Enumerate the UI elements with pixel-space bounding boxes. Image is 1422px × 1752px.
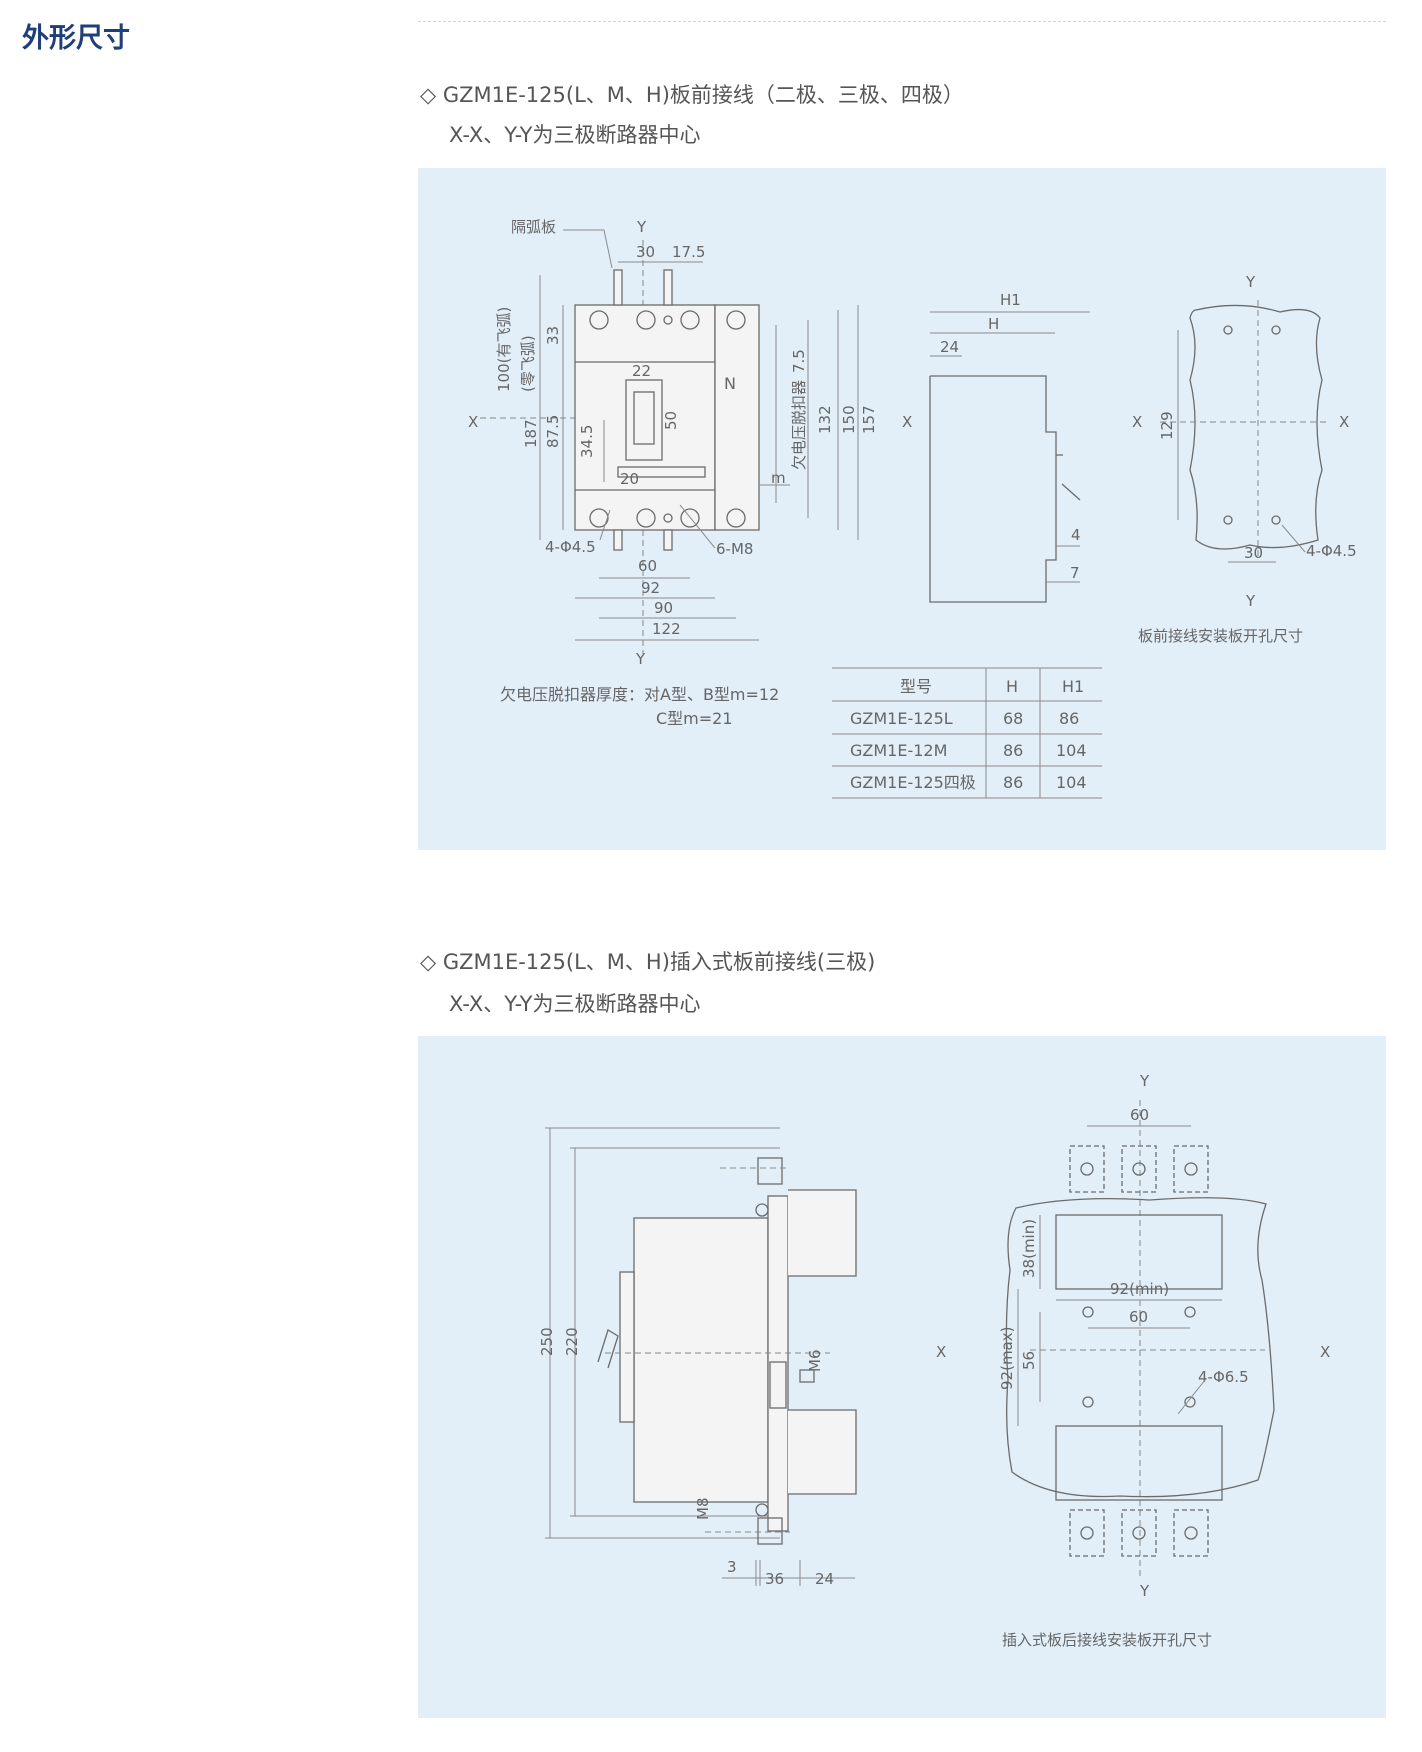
table-cell: GZM1E-12M (850, 741, 947, 760)
table-cell: GZM1E-125四极 (850, 773, 976, 792)
dim-87-5: 87.5 (544, 415, 562, 448)
dim-38-min: 38(min) (1020, 1219, 1038, 1278)
dim-36: 36 (765, 1570, 784, 1588)
cutout1-dim-30: 30 (1244, 544, 1263, 562)
table-header-h1: H1 (1062, 677, 1084, 696)
dim-3: 3 (727, 1558, 737, 1576)
uvr-label: 欠电压脱扣器 (790, 380, 808, 470)
diagram-panel-1: 隔弧板 Y Y X 30 17.5 (418, 168, 1386, 850)
cutout2-axis-y-bottom: Y (1139, 1582, 1150, 1600)
dim-150: 150 (840, 405, 858, 434)
dim-zero-arc: (零飞弧) (519, 335, 537, 392)
dim-92-max: 92(max) (998, 1327, 1016, 1390)
dim-20: 20 (620, 470, 639, 488)
cutout2-axis-x-left: X (936, 1343, 946, 1361)
spec-table: 型号 H H1 GZM1E-125L 68 86 GZM1E-12M 86 10… (832, 667, 1102, 799)
cutout1-hole-label: 4-Φ4.5 (1306, 542, 1357, 560)
dimension-drawing-2: 250 220 M6 M8 3 36 24 (538, 1072, 1330, 1649)
hole-label-4-45: 4-Φ4.5 (545, 538, 596, 556)
front-axis-y-bottom: Y (635, 650, 646, 668)
dim-24: 24 (940, 338, 959, 356)
side-axis-x: X (902, 413, 912, 431)
dim-17-5: 17.5 (672, 243, 705, 261)
cutout2-axis-x-right: X (1320, 1343, 1330, 1361)
dim-250: 250 (538, 1327, 556, 1356)
section1-subtitle: X-X、Y-Y为三极断路器中心 (449, 123, 701, 147)
table-cell: 86 (1059, 709, 1079, 728)
cutout2-caption: 插入式板后接线安装板开孔尺寸 (1002, 1631, 1212, 1649)
dim-122: 122 (652, 620, 681, 638)
cutout1-axis-y-top: Y (1245, 273, 1256, 291)
cutout-view-2: Y Y X X 60 38(min) 9 (936, 1072, 1330, 1649)
arc-plate-label: 隔弧板 (511, 218, 556, 236)
dim-92-min: 92(min) (1110, 1280, 1169, 1298)
front-axis-x: X (468, 413, 478, 431)
table-cell: 104 (1056, 773, 1087, 792)
table-cell: 104 (1056, 741, 1087, 760)
dim-h: H (988, 315, 999, 333)
dim-7: 7 (1070, 564, 1080, 582)
plugin-side-view: 250 220 M6 M8 3 36 24 (538, 1127, 857, 1588)
n-pole-label: N (724, 374, 736, 393)
dim-m: m (771, 469, 786, 487)
cutout1-caption: 板前接线安装板开孔尺寸 (1138, 627, 1303, 645)
cutout1-axis-x-left: X (1132, 413, 1142, 431)
note-line-2: C型m=21 (656, 709, 733, 728)
dim-34-5: 34.5 (578, 425, 596, 458)
dim-90: 90 (654, 599, 673, 617)
dim-22: 22 (632, 362, 651, 380)
page-title: 外形尺寸 (22, 23, 130, 54)
section1-title: ◇ GZM1E-125(L、M、H)板前接线（二极、三极、四极） (420, 83, 964, 107)
label-m8: M8 (694, 1498, 712, 1521)
bolt-label-6-m8: 6-M8 (716, 540, 753, 558)
dim-100: 100(有飞弧) (495, 307, 513, 392)
side-view: X H1 H 24 4 7 (902, 291, 1090, 603)
dim-220: 220 (563, 1327, 581, 1356)
dim-92: 92 (641, 579, 660, 597)
cutout-view-1: Y Y X X 129 30 4-Φ4.5 板前接线安装板开孔尺寸 (1132, 273, 1357, 645)
table-cell: 86 (1003, 741, 1023, 760)
diagram-panel-2: 250 220 M6 M8 3 36 24 (418, 1036, 1386, 1718)
cutout1-axis-y-bottom: Y (1245, 592, 1256, 610)
dim-7-5: 7.5 (790, 349, 808, 373)
dim-132: 132 (816, 405, 834, 434)
table-cell: GZM1E-125L (850, 709, 953, 728)
cutout2-dim-60-mid: 60 (1129, 1308, 1148, 1326)
dim-56: 56 (1020, 1351, 1038, 1370)
dim-50: 50 (662, 411, 680, 430)
dim-30: 30 (636, 243, 655, 261)
section2-title: ◇ GZM1E-125(L、M、H)插入式板前接线(三极) (420, 950, 876, 974)
table-header-h: H (1006, 677, 1018, 696)
table-header-model: 型号 (900, 677, 932, 696)
dim-24-b: 24 (815, 1570, 834, 1588)
front-view: 隔弧板 Y Y X 30 17.5 (468, 218, 878, 668)
front-axis-y-top: Y (636, 218, 647, 236)
dim-129: 129 (1158, 411, 1176, 440)
table-cell: 86 (1003, 773, 1023, 792)
dim-187: 187 (522, 419, 540, 448)
dim-33: 33 (544, 326, 562, 345)
dimension-drawing-1: 隔弧板 Y Y X 30 17.5 (468, 218, 1357, 799)
cutout2-hole-label: 4-Φ6.5 (1198, 1368, 1249, 1386)
cutout2-axis-y-top: Y (1139, 1072, 1150, 1090)
table-cell: 68 (1003, 709, 1023, 728)
dim-4: 4 (1071, 526, 1081, 544)
note-line-1: 欠电压脱扣器厚度：对A型、B型m=12 (500, 685, 779, 704)
cutout1-axis-x-right: X (1339, 413, 1349, 431)
dim-h1: H1 (1000, 291, 1021, 309)
cutout2-dim-60-top: 60 (1130, 1106, 1149, 1124)
section2-subtitle: X-X、Y-Y为三极断路器中心 (449, 992, 701, 1016)
label-m6: M6 (806, 1350, 824, 1373)
dim-157: 157 (860, 405, 878, 434)
top-divider (418, 21, 1386, 22)
dim-60: 60 (638, 557, 657, 575)
